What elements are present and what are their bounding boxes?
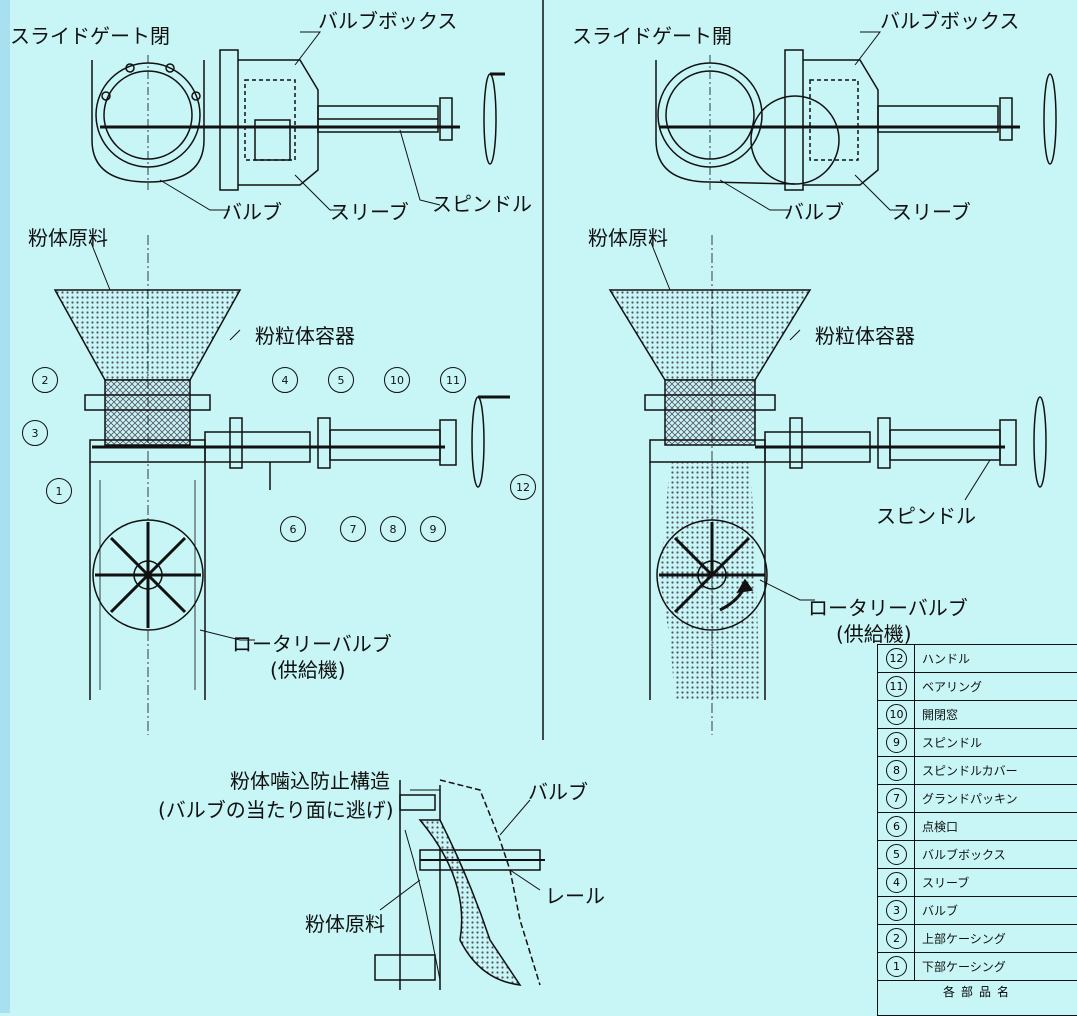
label-rotary-valve: ロータリーバルブ: [232, 632, 392, 656]
callout-12: 12: [510, 474, 536, 500]
callout-3: 3: [22, 420, 48, 446]
parts-table-footer: 各部品名: [942, 985, 1015, 999]
edge-strip: [0, 0, 10, 1013]
label-detail-valve: バルブ: [528, 780, 588, 804]
callout-11: 11: [440, 367, 466, 393]
callout-9: 9: [420, 516, 446, 542]
left-top-plan-view: [91, 49, 505, 191]
label-valve: バルブ: [222, 200, 282, 224]
label-valve-box-right: バルブボックス: [880, 9, 1020, 33]
label-slide-gate-closed: スライドゲート閉: [10, 24, 170, 48]
label-powder-material-right: 粉体原料: [588, 226, 668, 250]
label-feeder-right: (供給機): [836, 622, 912, 646]
label-spindle: スピンドル: [432, 192, 532, 216]
label-valve-box: バルブボックス: [318, 9, 458, 33]
label-detail-powder: 粉体原料: [305, 912, 385, 936]
callout-2: 2: [32, 367, 58, 393]
label-detail-rail: レール: [545, 884, 605, 908]
label-relief-note: (バルブの当たり面に逃げ): [158, 798, 394, 822]
label-spindle-right: スピンドル: [876, 504, 976, 528]
callout-1: 1: [46, 478, 72, 504]
leader-lines: [89, 31, 991, 911]
label-powder-container-right: 粉粒体容器: [815, 324, 915, 348]
label-valve-right: バルブ: [784, 200, 844, 224]
callout-8: 8: [380, 516, 406, 542]
label-slide-gate-open: スライドゲート開: [572, 24, 732, 48]
label-feeder: (供給機): [270, 658, 346, 682]
right-top-plan-view: [655, 49, 1057, 191]
label-sleeve: スリーブ: [330, 200, 409, 224]
callout-6: 6: [280, 516, 306, 542]
callout-7: 7: [340, 516, 366, 542]
callout-5: 5: [328, 367, 354, 393]
label-sleeve-right: スリーブ: [892, 200, 971, 224]
label-anti-bite-structure: 粉体噛込防止構造: [230, 769, 390, 793]
label-rotary-valve-right: ロータリーバルブ: [808, 596, 968, 620]
left-main-view: [53, 235, 510, 735]
callout-4: 4: [272, 367, 298, 393]
label-powder-material: 粉体原料: [28, 226, 108, 250]
parts-table-divider: [914, 645, 915, 981]
label-powder-container: 粉粒体容器: [255, 324, 355, 348]
right-main-view: [608, 235, 1047, 735]
callout-10: 10: [384, 367, 410, 393]
detail-view: [374, 779, 545, 990]
